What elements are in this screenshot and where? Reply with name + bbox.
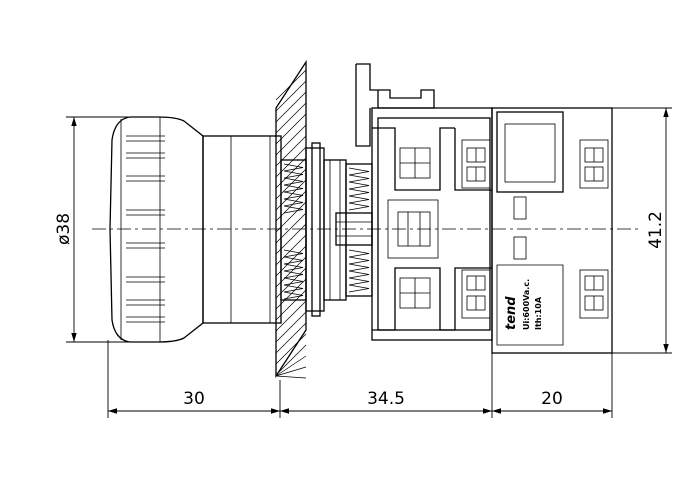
button-stem <box>202 135 282 324</box>
hatch-line <box>275 333 307 365</box>
hatch-line <box>275 355 307 377</box>
mushroom-cap <box>109 116 204 343</box>
voltage-rating: Ui:600Va.c. <box>522 279 531 330</box>
hatch-line <box>275 300 307 332</box>
hatch-line <box>275 375 307 379</box>
hatch-line <box>275 124 307 156</box>
hatch-line <box>275 102 307 134</box>
block-length-label: 20 <box>541 389 563 409</box>
cap-diameter-label: ø38 <box>54 213 74 245</box>
hatch-line <box>275 366 307 377</box>
length-dimensions: 30 34.5 20 <box>107 340 613 418</box>
hatch-line <box>275 80 307 112</box>
height-dimension: 41.2 <box>612 107 672 354</box>
adapter-housing <box>355 63 493 341</box>
mid-length-label: 34.5 <box>367 389 405 409</box>
thread-profile <box>348 249 370 293</box>
diameter-dimension: ø38 <box>54 116 128 343</box>
hatch-line <box>275 113 307 145</box>
thread-profile <box>348 167 370 211</box>
hatch-line <box>275 311 307 343</box>
brand-label: tend <box>504 296 519 330</box>
hatch-line <box>275 278 307 310</box>
hatch-line <box>275 69 307 101</box>
threaded-bushing <box>280 142 373 317</box>
cap-length-label: 30 <box>183 389 205 409</box>
thread-profile <box>283 249 304 300</box>
thread-profile <box>283 163 304 214</box>
overall-height-label: 41.2 <box>646 211 666 249</box>
current-rating: Ith:10A <box>534 296 543 330</box>
hatch-line <box>275 322 307 354</box>
hatch-line <box>275 344 307 376</box>
hatch-line <box>275 91 307 123</box>
contact-block: tend Ui:600Va.c. Ith:10A <box>454 107 613 354</box>
